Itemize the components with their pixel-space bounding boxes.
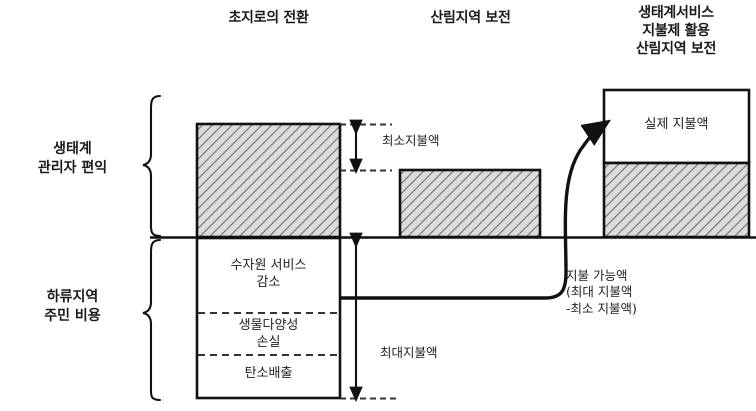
bar-segment-biodiversity: 생물다양성 손실 xyxy=(238,318,299,350)
bar-col3-actual-payment xyxy=(602,88,751,165)
column-header-col1: 초지로의 전환 xyxy=(228,10,309,26)
annotation-min-payment: 최소지불액 xyxy=(382,133,440,148)
annotation-max-payment: 최대지불액 xyxy=(380,345,438,360)
bar-segment-carbon-emission: 탄소배출 xyxy=(244,366,293,381)
bar-col2-benefit xyxy=(398,168,542,239)
axis-label-cost: 하류지역 주민 비용 xyxy=(44,289,101,324)
bar-col1-cost xyxy=(195,236,342,400)
axis-label-benefit: 생태계 관리자 편익 xyxy=(37,141,108,176)
brace-cost xyxy=(142,238,162,402)
arrow-payment-transfer xyxy=(339,119,612,300)
annotation-payable-amount: 지불 가능액 (최대 지불액 -최소 지불액) xyxy=(566,268,637,316)
bar-segment-water-service: 수자원 서비스 감소 xyxy=(230,258,307,290)
column-header-col2: 산림지역 보전 xyxy=(430,10,511,26)
bar-col3-benefit xyxy=(602,161,751,239)
guide-min-payment xyxy=(340,123,392,172)
bar-col1-benefit xyxy=(195,122,342,239)
brace-benefit xyxy=(142,94,162,238)
column-header-col3: 생태계서비스 지불제 활용 산림지역 보전 xyxy=(635,5,717,57)
bar-label-actual-payment: 실제 지불액 xyxy=(644,117,709,132)
